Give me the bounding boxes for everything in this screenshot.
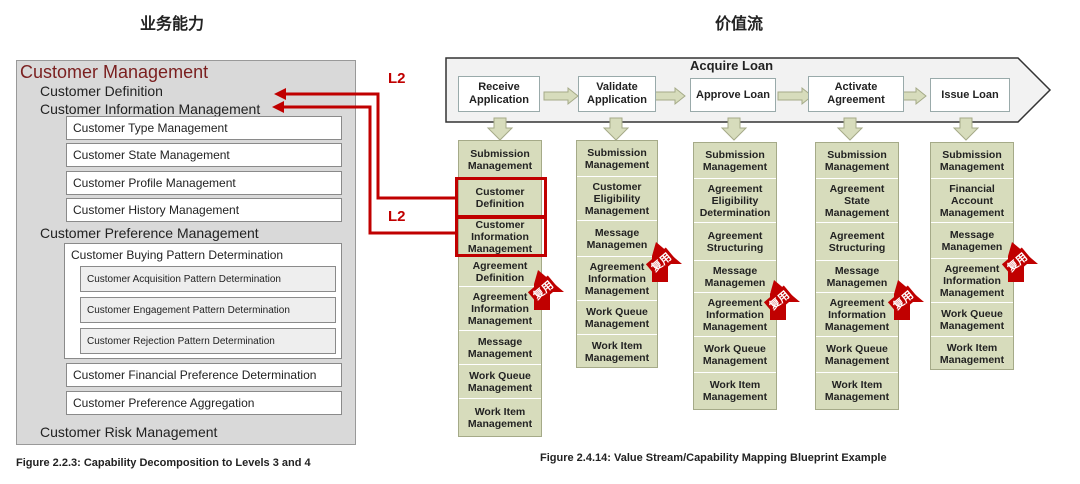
customer-profile-management: Customer Profile Management [66, 171, 342, 195]
capability-cell: Work Queue Management [816, 337, 898, 373]
customer-preference-aggregation: Customer Preference Aggregation [66, 391, 342, 415]
customer-financial-preference: Customer Financial Preference Determinat… [66, 363, 342, 387]
customer-state-management: Customer State Management [66, 143, 342, 167]
capability-cell: Financial Account Management [931, 179, 1013, 223]
stage-connectors [543, 86, 927, 106]
l2-label-bottom: L2 [388, 208, 406, 225]
capability-title: Customer Management [20, 62, 209, 82]
capability-cell: Work Item Management [584, 340, 650, 364]
customer-acquisition-pattern: Customer Acquisition Pattern Determinati… [80, 266, 336, 292]
capability-cell: Customer Eligibility Management [577, 177, 657, 221]
column-issue-loan: Submission Management Financial Account … [930, 142, 1014, 370]
left-caption: Figure 2.2.3: Capability Decomposition t… [16, 457, 311, 469]
capability-cell: Message Managemen [816, 261, 898, 293]
column-activate-agreement: Submission Management Agreement State Ma… [815, 142, 899, 410]
capability-cell: Submission Management [459, 141, 541, 179]
customer-buying-pattern-label: Customer Buying Pattern Determination [71, 248, 284, 262]
customer-information-management: Customer Information Management [40, 101, 261, 117]
l2-connectors [272, 88, 455, 235]
capability-cell: Work Item Management [939, 342, 1005, 366]
capability-cell: Work Queue Management [577, 301, 657, 335]
capability-cell: Work Item Management [702, 379, 768, 403]
capability-cell: Agreement Structuring [694, 223, 776, 261]
capability-cell: Agreement Definition [459, 257, 541, 287]
capability-cell: Message Managemen [577, 221, 657, 257]
capability-cell: Submission Management [931, 143, 1013, 179]
highlight-customer-definition [455, 177, 547, 219]
capability-cell: Agreement Eligibility Determination [694, 179, 776, 223]
capability-cell: Work Queue Management [931, 303, 1013, 337]
stage-issue-loan: Issue Loan [930, 78, 1010, 112]
capability-cell: Customer Definition [459, 179, 541, 217]
capability-cell: Message Managemen [931, 223, 1013, 259]
capability-cell: Work Item Management [824, 379, 890, 403]
customer-definition: Customer Definition [40, 83, 163, 99]
highlight-customer-information-management [455, 215, 547, 257]
stage-down-arrows [486, 117, 980, 141]
stage-activate-agreement: Activate Agreement [808, 76, 904, 112]
capability-cell: Submission Management [816, 143, 898, 179]
stage-approve-loan: Approve Loan [690, 78, 776, 112]
capability-cell: Agreement State Management [816, 179, 898, 223]
customer-engagement-pattern: Customer Engagement Pattern Determinatio… [80, 297, 336, 323]
capability-cell: Agreement Information Management [577, 257, 657, 301]
capability-cell: Submission Management [694, 143, 776, 179]
capability-cell: Agreement Information Management [694, 293, 776, 337]
right-caption: Figure 2.4.14: Value Stream/Capability M… [540, 452, 887, 464]
customer-type-management: Customer Type Management [66, 116, 342, 140]
customer-rejection-pattern: Customer Rejection Pattern Determination [80, 328, 336, 354]
capability-cell: Message Management [459, 331, 541, 365]
capability-cell: Agreement Information Management [816, 293, 898, 337]
customer-preference-management: Customer Preference Management [40, 225, 259, 241]
capability-cell: Agreement Information Management [931, 259, 1013, 303]
stage-receive-application: Receive Application [458, 76, 540, 112]
column-approve-loan: Submission Management Agreement Eligibil… [693, 142, 777, 410]
capability-cell: Work Queue Management [694, 337, 776, 373]
capability-cell: Agreement Information Management [459, 287, 541, 331]
column-receive-application: Submission Management Customer Definitio… [458, 140, 542, 437]
column-validate-application: Submission Management Customer Eligibili… [576, 140, 658, 368]
value-stream-heading: 价值流 [715, 14, 764, 33]
capability-cell: Work Item Management [467, 405, 533, 430]
l2-label-top: L2 [388, 70, 406, 87]
capability-cell: Submission Management [577, 141, 657, 177]
capability-cell: Message Managemen [694, 261, 776, 293]
capability-cell: Agreement Structuring [816, 223, 898, 261]
capability-heading: 业务能力 [140, 14, 205, 33]
customer-risk-management: Customer Risk Management [40, 424, 218, 440]
value-stream-title: Acquire Loan [690, 58, 774, 73]
customer-history-management: Customer History Management [66, 198, 342, 222]
stage-validate-application: Validate Application [578, 76, 656, 112]
capability-cell: Work Queue Management [459, 365, 541, 399]
